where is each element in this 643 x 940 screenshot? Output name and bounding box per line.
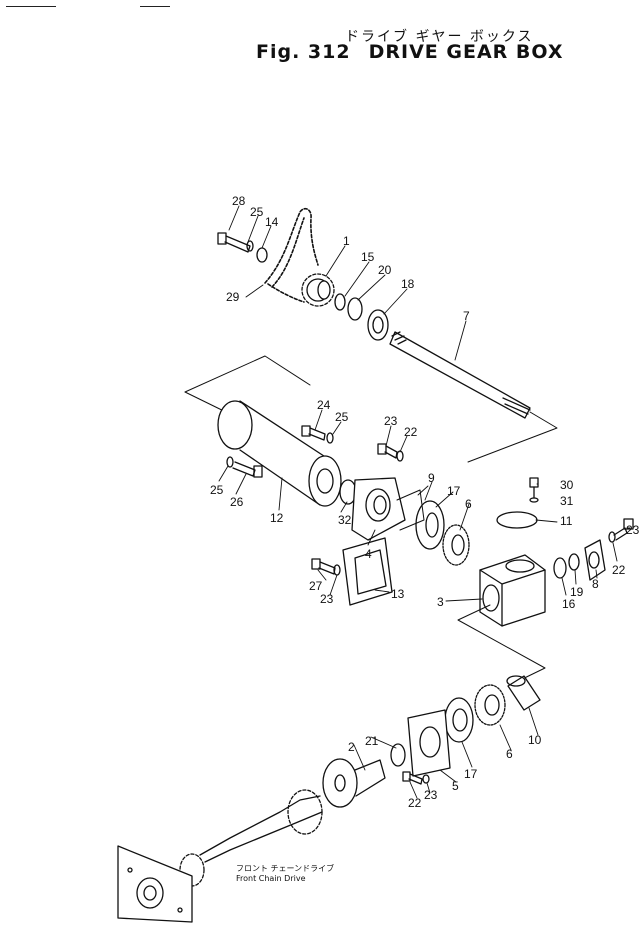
bolt-23 (377, 443, 398, 459)
callout-27: 27 (309, 579, 323, 593)
callout-23-c: 23 (626, 523, 640, 537)
callout-25: 25 (250, 205, 264, 219)
bearing-18 (367, 309, 389, 341)
bolt-27 (311, 558, 336, 575)
callout-2: 2 (348, 740, 355, 754)
bolt-23-b (613, 518, 634, 541)
washer-22 (396, 450, 404, 462)
front-chain-drive-note: フロント チェーンドライブ Front Chain Drive (236, 864, 334, 884)
figure-number: Fig. 312 (256, 41, 351, 63)
callout-5: 5 (452, 779, 459, 793)
bearing-17 (415, 500, 445, 550)
washer-14 (256, 247, 268, 263)
washer-25-b (326, 432, 334, 444)
cap-11 (496, 511, 538, 529)
callout-23-d: 23 (424, 788, 438, 802)
callout-24: 24 (317, 398, 331, 412)
callout-14: 14 (265, 215, 279, 229)
washer-31 (529, 497, 539, 503)
callout-29: 29 (226, 290, 240, 304)
flange-8 (584, 539, 606, 581)
callout-21: 21 (365, 734, 379, 748)
washer-23-b (422, 774, 430, 784)
bearing-17-b (444, 697, 474, 743)
figure-name: DRIVE GEAR BOX (368, 41, 564, 63)
callout-7: 7 (463, 309, 470, 323)
seal-21 (390, 743, 406, 767)
callout-23: 23 (384, 414, 398, 428)
callout-26: 26 (230, 495, 244, 509)
shaft-flange-2 (322, 758, 386, 808)
callout-28: 28 (232, 194, 246, 208)
bolt-28 (217, 232, 251, 253)
bolt-24 (301, 425, 326, 441)
callout-13: 13 (391, 587, 405, 601)
callout-17: 17 (447, 484, 461, 498)
callout-25-c: 25 (210, 483, 224, 497)
header-rule-right (140, 6, 170, 7)
cover-13 (342, 537, 393, 606)
page-title: Fig. 312 DRIVE GEAR BOX (256, 41, 564, 63)
callout-25-b: 25 (335, 410, 349, 424)
callout-20: 20 (378, 263, 392, 277)
callout-16: 16 (562, 597, 576, 611)
bevel-gear-6-b (474, 684, 506, 726)
callout-22-b: 22 (612, 563, 626, 577)
callout-11: 11 (560, 514, 573, 528)
callout-4: 4 (365, 547, 372, 561)
bolt-30 (529, 477, 539, 499)
callout-22: 22 (404, 425, 418, 439)
washer-22-b (608, 531, 616, 543)
flange-housing-4 (351, 477, 406, 541)
callout-31: 31 (560, 494, 574, 508)
ring-20 (347, 297, 363, 321)
callout-12: 12 (270, 511, 284, 525)
bolt-22 (402, 771, 423, 785)
callout-1: 1 (343, 234, 350, 248)
ring-19 (568, 553, 580, 571)
sprocket-1 (301, 273, 335, 307)
note-japanese: フロント チェーンドライブ (236, 864, 335, 873)
housing-5 (407, 709, 451, 777)
callout-6: 6 (465, 497, 472, 511)
gearbox-housing-3 (479, 554, 546, 627)
seal-16 (553, 557, 567, 579)
note-english: Front Chain Drive (236, 874, 306, 883)
callout-6-b: 6 (506, 747, 513, 761)
callout-15: 15 (361, 250, 375, 264)
header-rule-left (6, 6, 56, 7)
bevel-gear-6 (442, 524, 470, 566)
bushing-10 (506, 675, 541, 711)
washer-25 (246, 240, 254, 252)
callout-30: 30 (560, 478, 574, 492)
snap-ring-15 (334, 293, 346, 311)
shaft-7 (389, 331, 531, 419)
callout-8: 8 (592, 577, 599, 591)
callout-22-c: 22 (408, 796, 422, 810)
callout-18: 18 (401, 277, 415, 291)
bolt-26 (232, 461, 263, 478)
drive-mount-plate (117, 845, 193, 923)
leader-lines (218, 205, 631, 799)
callout-10: 10 (528, 733, 542, 747)
washer-25-c (226, 456, 234, 468)
callout-19: 19 (570, 585, 584, 599)
roller-chain (264, 207, 319, 303)
callout-23-b: 23 (320, 592, 334, 606)
title-japanese: ドライブ ギヤー ボックス (345, 29, 534, 45)
callout-17-b: 17 (464, 767, 478, 781)
callout-3: 3 (437, 595, 444, 609)
callout-32: 32 (338, 513, 352, 527)
tube-12 (217, 400, 342, 507)
callout-labels: 28 25 14 1 15 20 18 29 7 24 25 23 22 25 … (210, 194, 640, 810)
callout-9: 9 (428, 471, 435, 485)
